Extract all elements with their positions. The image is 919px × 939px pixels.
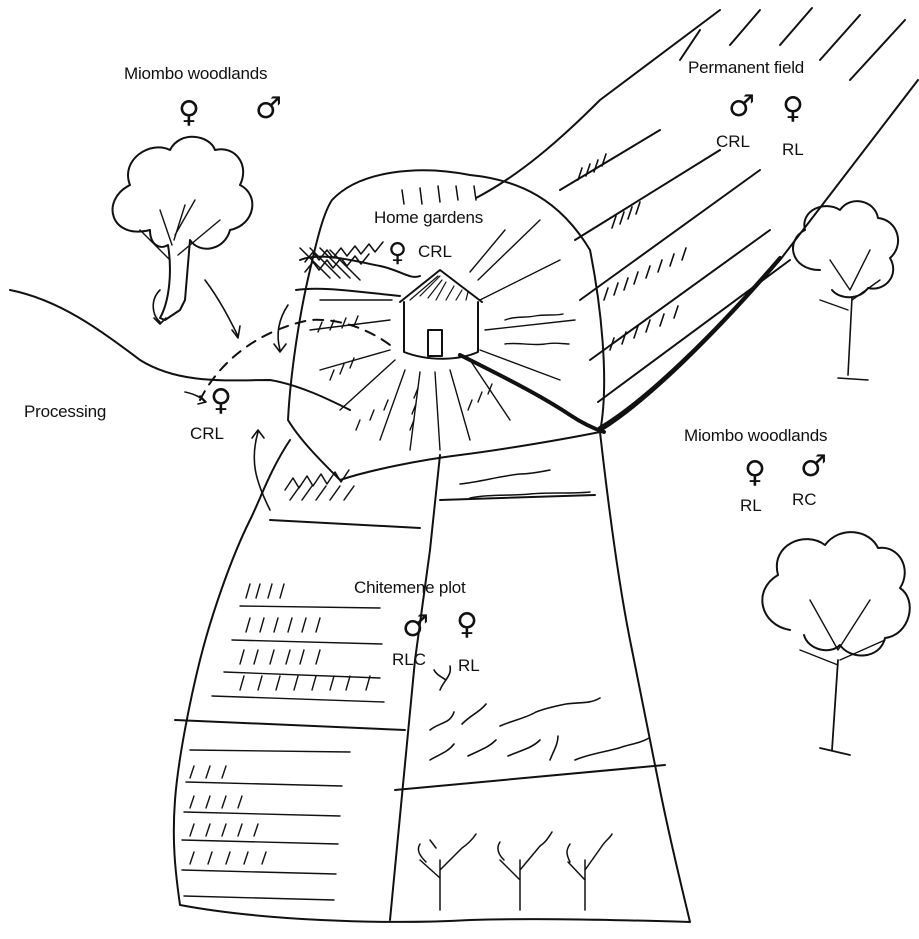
female-symbol-miombo-right: ♀ (744, 458, 766, 488)
code-miombo-right-male: RC (792, 490, 817, 510)
female-symbol-permanent-field: ♀ (782, 94, 804, 124)
hut-icon (400, 270, 482, 359)
label-miombo-top-left: Miombo woodlands (124, 64, 267, 84)
female-symbol-processing: ♀ (210, 386, 232, 416)
code-miombo-right-female: RL (740, 496, 762, 516)
code-processing-female: CRL (190, 424, 224, 444)
female-symbol-chitemene: ♀ (456, 610, 478, 640)
male-symbol-chitemene: ♂ (402, 612, 429, 642)
male-symbol-permanent-field: ♂ (728, 92, 755, 122)
label-chitemene-plot: Chitemene plot (354, 578, 466, 598)
chitemene-plot-area (174, 432, 690, 922)
cassava-plants (418, 832, 612, 910)
label-processing: Processing (24, 402, 106, 422)
label-home-gardens: Home gardens (374, 208, 483, 228)
female-symbol-miombo-top: ♀ (178, 98, 200, 128)
female-symbol-home-gardens: ♀ (388, 238, 407, 268)
male-symbol-miombo-top: ♂ (255, 94, 282, 124)
code-permanent-male: CRL (716, 132, 750, 152)
home-gardens-text: Home gardens (374, 208, 483, 227)
tree-bottom-right-icon (762, 532, 909, 755)
label-permanent-field: Permanent field (688, 58, 804, 78)
tree-right-middle-icon (793, 201, 898, 380)
tree-top-left-icon (113, 137, 253, 320)
code-chitemene-male: RLC (392, 650, 426, 670)
permanent-field-crops (578, 154, 686, 350)
code-home-gardens-female: CRL (418, 242, 452, 262)
code-permanent-female: RL (782, 140, 804, 160)
code-chitemene-female: RL (458, 656, 480, 676)
male-symbol-miombo-right: ♂ (800, 452, 827, 482)
label-miombo-right: Miombo woodlands (684, 426, 827, 446)
